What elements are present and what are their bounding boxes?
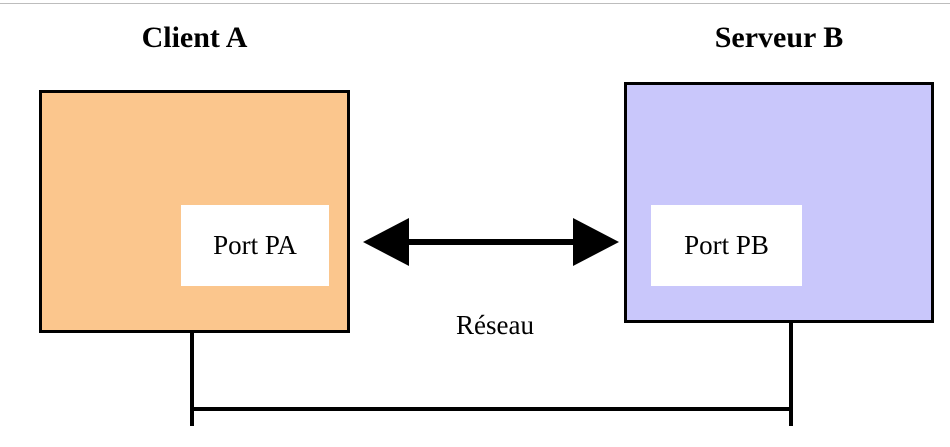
connector-line-left-vertical: [190, 330, 194, 426]
node-title-client-a: Client A: [141, 21, 248, 54]
port-label-pb: Port PB: [684, 230, 769, 260]
node-title-serveur-b: Serveur B: [714, 21, 844, 54]
top-divider-rule: [0, 3, 950, 4]
connector-line-horizontal: [190, 407, 793, 411]
connector-line-right-vertical: [789, 322, 793, 426]
port-box-pa: Port PA: [181, 205, 329, 286]
port-label-pa: Port PA: [213, 230, 297, 260]
port-box-pb: Port PB: [651, 205, 802, 286]
network-label: Réseau: [456, 310, 534, 340]
bidirectional-arrow-icon: [363, 218, 619, 266]
host-box-serveur-b: [624, 82, 934, 323]
